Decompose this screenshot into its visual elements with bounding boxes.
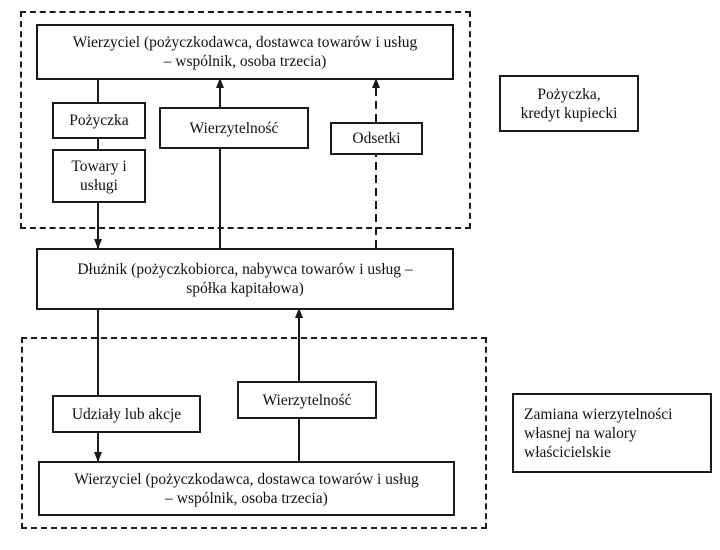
debtor-line1: Dłużnik (pożyczkobiorca, nabywca towarów… <box>77 261 413 278</box>
shares-box: Udziały lub akcje <box>52 395 201 433</box>
bottom-caption-line2: własnej na walory <box>524 424 637 442</box>
loan-label: Pożyczka <box>69 112 129 129</box>
debtor-line2: spółka kapitałowa) <box>186 280 304 297</box>
goods-box: Towary i usługi <box>52 149 146 203</box>
bottom-creditor-line1: Wierzyciel (pożyczkodawca, dostawca towa… <box>74 470 419 488</box>
top-creditor-box: Wierzyciel (pożyczkodawca, dostawca towa… <box>36 24 454 80</box>
bottom-group-frame <box>21 337 487 529</box>
bottom-creditor-line2: – wspólnik, osoba trzecia) <box>165 489 328 507</box>
claim-top-label: Wierzytelność <box>189 119 279 137</box>
top-group-frame <box>20 11 471 229</box>
claim-top-box: Wierzytelność <box>159 107 309 149</box>
bottom-caption-line3: właścicielskie <box>524 443 611 461</box>
top-creditor-line1: Wierzyciel (pożyczkodawca, dostawca towa… <box>72 34 418 51</box>
goods-line1: Towary i <box>71 158 127 175</box>
loan-box: Pożyczka <box>52 102 146 139</box>
top-caption-line2: kredyt kupiecki <box>520 104 618 122</box>
claim-bottom-box: Wierzytelność <box>237 381 377 419</box>
debtor-box: Dłużnik (pożyczkobiorca, nabywca towarów… <box>36 248 454 310</box>
interest-label: Odsetki <box>352 130 401 147</box>
claim-bottom-label: Wierzytelność <box>262 391 352 409</box>
bottom-caption-line1: Zamiana wierzytelności <box>524 405 673 423</box>
shares-label: Udziały lub akcje <box>71 405 182 423</box>
top-caption-box: Pożyczka, kredyt kupiecki <box>499 75 639 132</box>
bottom-creditor-box: Wierzyciel (pożyczkodawca, dostawca towa… <box>38 461 455 516</box>
goods-line2: usługi <box>80 177 118 194</box>
bottom-caption-box: Zamiana wierzytelności własnej na walory… <box>512 393 712 473</box>
top-creditor-line2: – wspólnik, osoba trzecia) <box>163 53 327 70</box>
top-caption-line1: Pożyczka, <box>537 85 601 103</box>
interest-box: Odsetki <box>330 122 423 155</box>
